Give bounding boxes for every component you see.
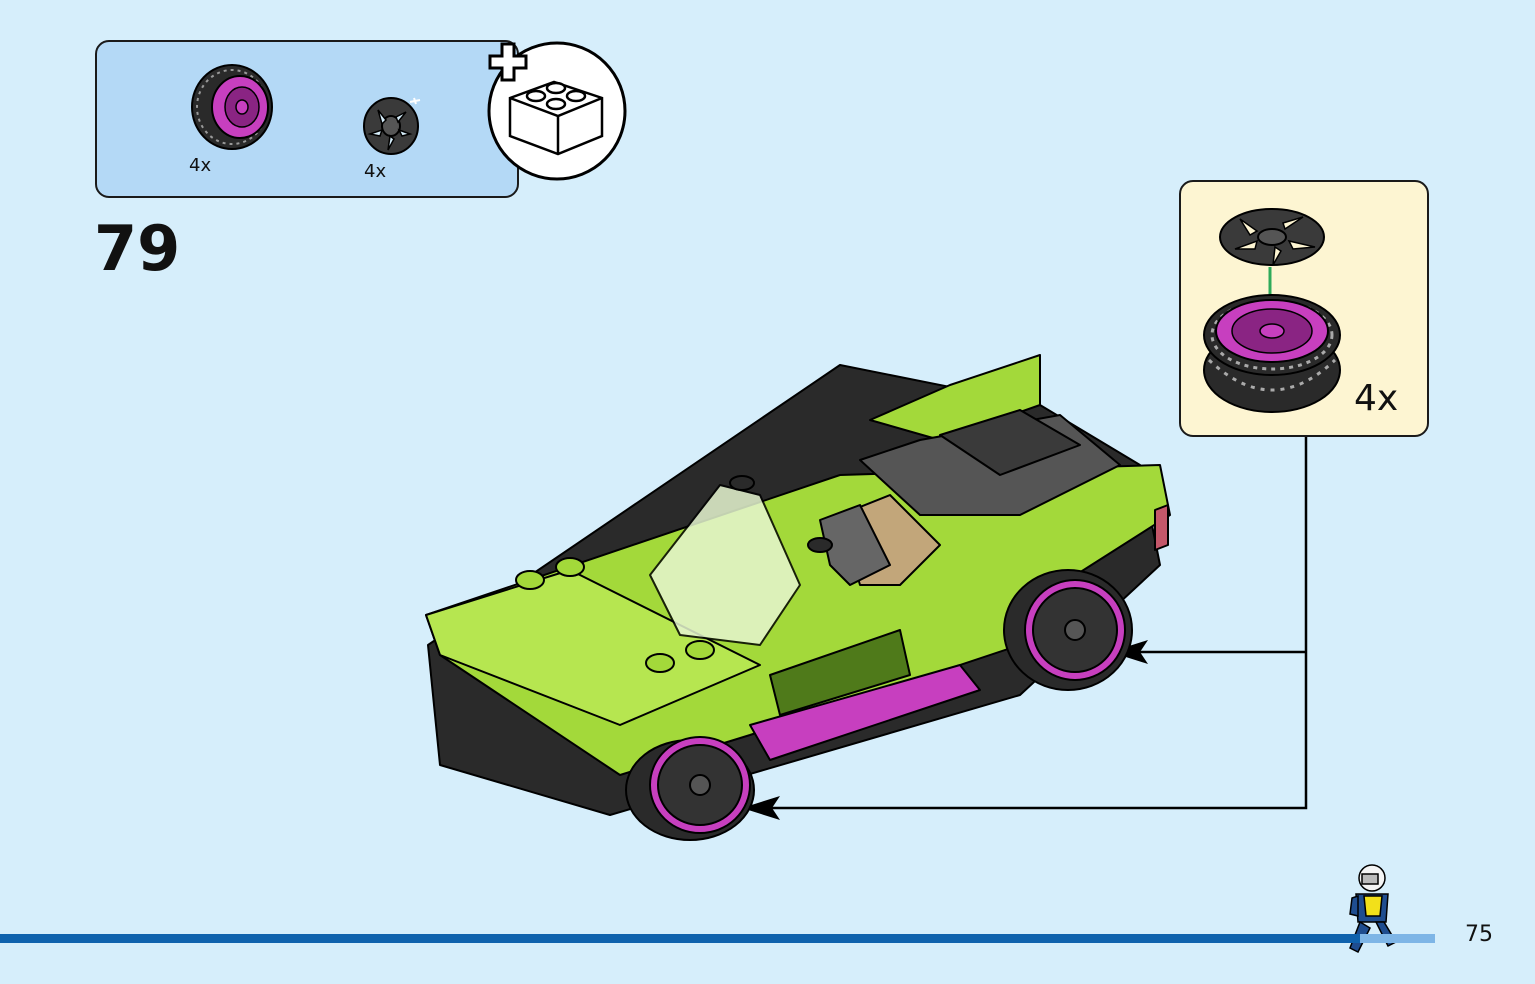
step-number: 79 (94, 212, 181, 285)
callout-wheel-assembly-illustration (1203, 208, 1341, 413)
page-number: 75 (1465, 922, 1493, 947)
car-model-illustration (425, 354, 1171, 841)
hubcap-icon (363, 97, 421, 155)
progress-bar-filled (0, 934, 1360, 943)
part-count-hubcap: 4x (364, 161, 387, 182)
wheel-icon (191, 64, 273, 150)
add-bricks-icon (487, 41, 627, 181)
part-count-wheel: 4x (189, 155, 212, 176)
callout-count: 4x (1354, 378, 1399, 419)
parts-list-box (95, 40, 519, 198)
arrow-icon (1110, 640, 1148, 664)
arrow-icon (742, 796, 780, 820)
progress-bar-remaining (1360, 934, 1435, 943)
